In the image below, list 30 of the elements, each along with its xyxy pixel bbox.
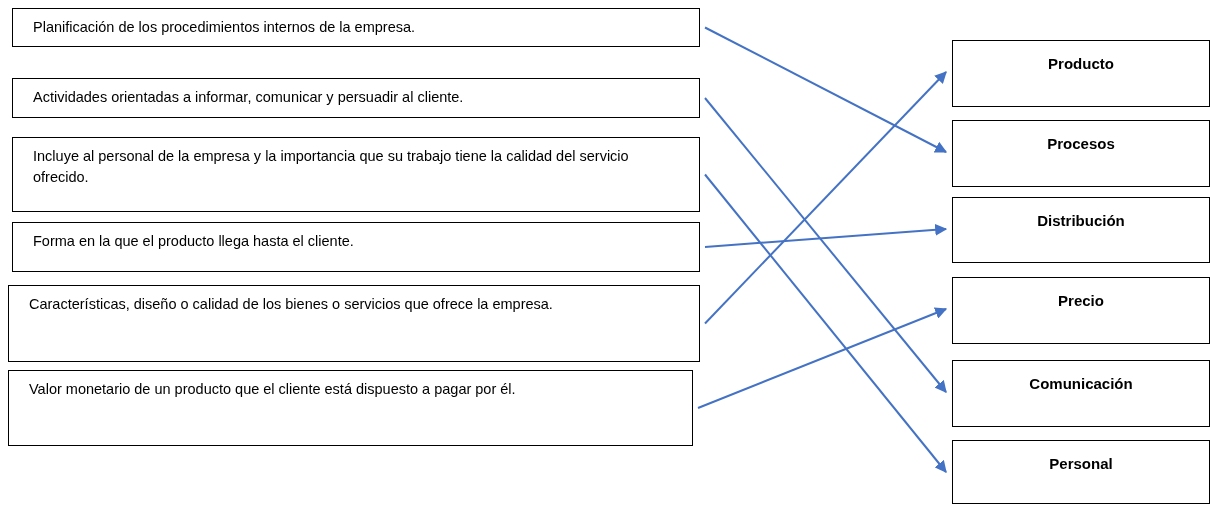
arrow — [704, 97, 947, 393]
arrow — [704, 26, 948, 153]
description-text: Forma en la que el producto llega hasta el cliente. — [33, 232, 354, 251]
concept-label: Producto — [1048, 55, 1114, 72]
description-text: Planificación de los procedimientos internos de la empresa. — [33, 18, 416, 37]
description-text: Características, diseño o calidad de los bienes o servicios que ofrece la empresa. — [29, 295, 553, 314]
concept-label: Distribución — [1037, 212, 1125, 229]
arrow — [704, 223, 948, 248]
description-text: Incluye al personal de la empresa y la importancia que su trabajo tiene la calidad del servicio ofrecido. — [33, 147, 630, 187]
concept-label: Personal — [1049, 455, 1113, 472]
concept-box — [952, 120, 1210, 187]
concept-box — [952, 440, 1210, 504]
concept-label: Procesos — [1047, 135, 1115, 152]
arrow — [704, 71, 947, 325]
description-box — [12, 78, 700, 118]
description-box — [8, 370, 693, 446]
description-text: Actividades orientadas a informar, comunicar y persuadir al cliente. — [33, 88, 464, 107]
description-box — [8, 285, 700, 362]
description-box — [12, 137, 700, 212]
concept-box — [952, 277, 1210, 344]
concept-box — [952, 197, 1210, 263]
arrow — [697, 307, 948, 409]
arrow — [704, 173, 947, 473]
concept-box — [952, 360, 1210, 427]
description-box — [12, 222, 700, 272]
concept-label: Precio — [1058, 292, 1104, 309]
concept-box — [952, 40, 1210, 107]
description-text: Valor monetario de un producto que el cliente está dispuesto a pagar por él. — [29, 380, 516, 399]
description-box — [12, 8, 700, 47]
concept-label: Comunicación — [1029, 375, 1133, 392]
